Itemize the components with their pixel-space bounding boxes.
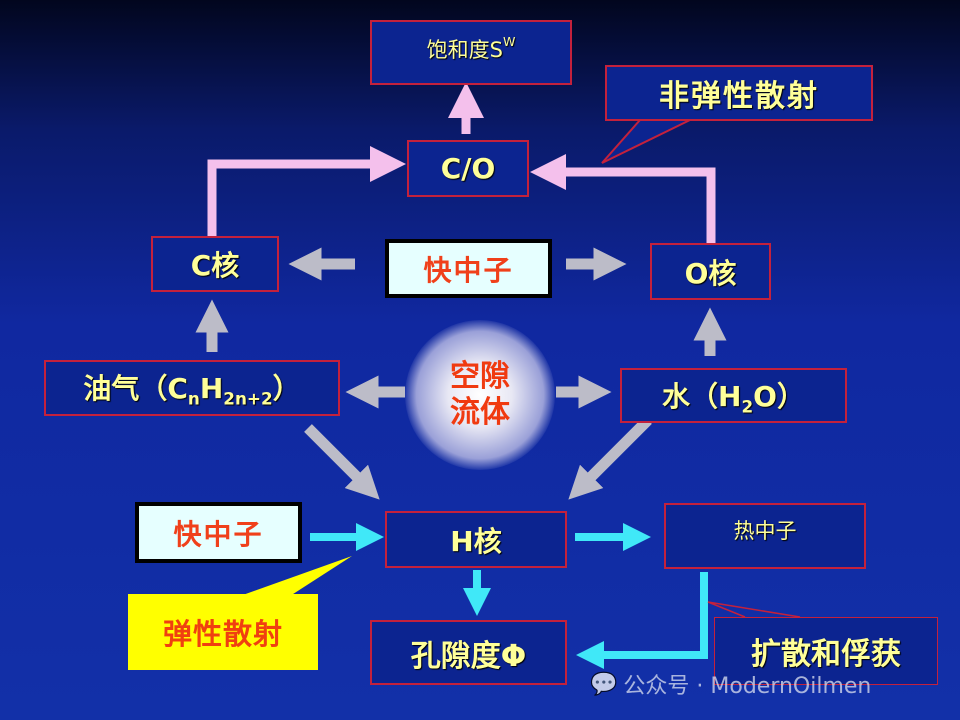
o-nucleus-label: O核 — [684, 256, 737, 290]
pore-fluid-circle: 空隙流体 — [405, 320, 555, 470]
elastic-scatter-callout: 弹性散射 — [128, 594, 318, 670]
inelastic-scatter-box: 非弹性散射 — [605, 65, 873, 121]
porosity-label: 孔隙度Φ — [410, 638, 527, 674]
fast-neutron-top-label: 快中子 — [423, 253, 514, 287]
oil-gas-label: 油气（CnH2n+2） — [83, 372, 301, 409]
o-nucleus-box: O核 — [650, 243, 771, 300]
thermal-neutron-label: 热中子 — [733, 519, 797, 543]
diffusion-capture-box: 扩散和俘获 — [714, 617, 938, 685]
c-nucleus-label: C核 — [190, 249, 240, 282]
h-nucleus-box: H核 — [385, 511, 567, 568]
watermark-text: 公众号 · ModernOilmen — [623, 674, 872, 699]
fast-neutron-bottom-label: 快中子 — [173, 517, 264, 551]
co-box: C/O — [407, 140, 529, 197]
inelastic-label: 非弹性散射 — [659, 79, 819, 114]
saturation-label: 饱和度S — [426, 38, 503, 62]
fast-neutron-top-box: 快中子 — [385, 239, 552, 298]
h-nucleus-label: H核 — [450, 524, 502, 558]
c-nucleus-box: C核 — [151, 236, 279, 292]
porosity-box: 孔隙度Φ — [370, 620, 567, 685]
elastic-label: 弹性散射 — [162, 617, 283, 651]
wechat-icon: 💬 — [590, 671, 618, 697]
gray-arrows — [195, 247, 727, 500]
water-label: 水（H2O） — [662, 379, 805, 417]
elastic-callout-tail — [240, 556, 352, 596]
co-label: C/O — [440, 152, 496, 185]
cyan-arrows — [310, 523, 708, 669]
watermark: 💬公众号 · ModernOilmen — [590, 668, 871, 700]
oil-gas-box: 油气（CnH2n+2） — [44, 360, 340, 416]
pore-fluid-line1: 空隙 — [450, 359, 510, 394]
saturation-sub: W — [502, 34, 516, 49]
diffusion-capture-label: 扩散和俘获 — [751, 637, 901, 672]
pore-fluid-line2: 流体 — [450, 395, 510, 430]
fast-neutron-bottom-box: 快中子 — [135, 502, 302, 563]
pink-arrows — [207, 82, 716, 243]
thermal-neutron-box: 热中子 — [664, 503, 866, 569]
inelastic-callout-tail — [601, 119, 691, 164]
water-box: 水（H2O） — [620, 368, 847, 423]
diffusion-callout-tail — [707, 601, 801, 618]
